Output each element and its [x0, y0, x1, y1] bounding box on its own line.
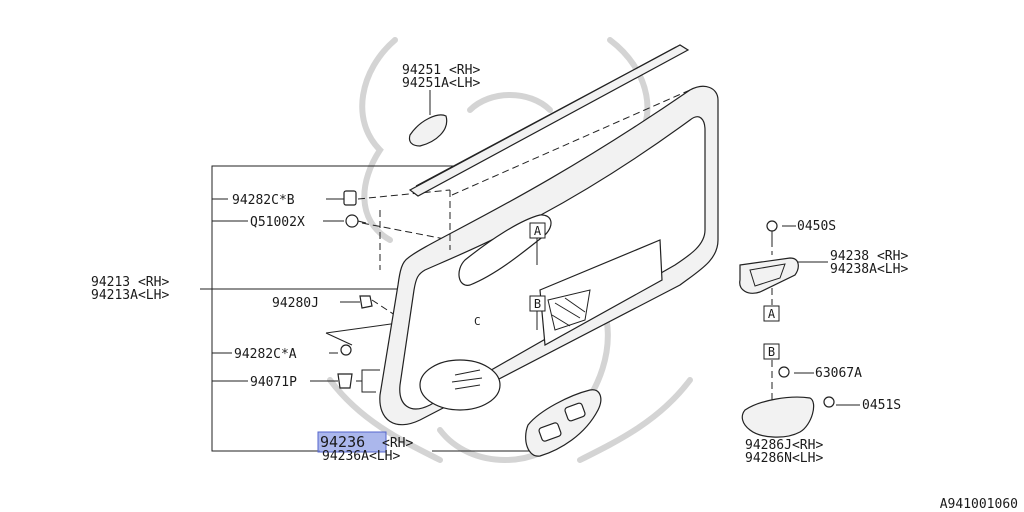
label-center-c: C	[474, 315, 481, 328]
label-94213a: 94213A<LH>	[91, 288, 169, 303]
label-94286j: 94286J<RH>	[745, 438, 823, 453]
label-94282cb: 94282C*B	[232, 193, 295, 208]
callout-boxes: A B A B	[529, 222, 780, 360]
callout-b-door: B	[534, 297, 541, 311]
label-94236a: 94236A<LH>	[322, 449, 400, 464]
fasteners-left	[337, 190, 373, 389]
label-63067a: 63067A	[815, 366, 862, 381]
label-q51002x: Q51002X	[250, 215, 305, 230]
part-labels: 94251 <RH> 94251A<LH> 94282C*B Q51002X 9…	[91, 63, 908, 466]
callout-b-right: B	[768, 345, 775, 359]
handle-cover-part	[741, 366, 835, 438]
label-94236-rh: <RH>	[382, 436, 413, 451]
mirror-cap-part	[408, 114, 448, 147]
label-94282ca: 94282C*A	[234, 347, 297, 362]
label-0451s: 0451S	[862, 398, 901, 413]
weatherstrip-part	[408, 44, 690, 197]
label-94286n: 94286N<LH>	[745, 451, 823, 466]
grip-bracket-part	[739, 220, 799, 294]
label-94251: 94251 <RH>	[402, 63, 480, 78]
label-94071p: 94071P	[250, 375, 297, 390]
label-94236: 94236	[320, 433, 365, 451]
diagram-code: A941001060	[940, 497, 1018, 512]
label-94280j: 94280J	[272, 296, 319, 311]
switch-panel-part	[525, 389, 602, 457]
callout-a-right: A	[768, 307, 776, 321]
label-94213: 94213 <RH>	[91, 275, 169, 290]
callout-a-door: A	[534, 224, 542, 238]
door-trim-panel	[379, 85, 719, 426]
label-94251a: 94251A<LH>	[402, 76, 480, 91]
label-0450s: 0450S	[797, 219, 836, 234]
leader-lines	[200, 90, 860, 452]
highlight-94236	[317, 431, 387, 453]
label-94238a: 94238A<LH>	[830, 262, 908, 277]
label-94238: 94238 <RH>	[830, 249, 908, 264]
